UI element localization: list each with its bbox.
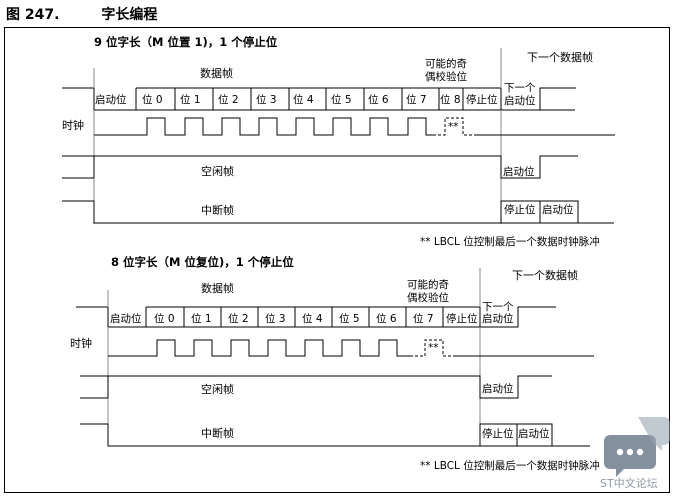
forum-logo-icon [604, 417, 670, 477]
figure-frame [4, 27, 670, 493]
d1-break-line [62, 200, 614, 224]
d2-bit-1: 位 1 [191, 312, 212, 325]
d2-bit-6: 位 6 [376, 312, 397, 325]
d1-bit-1: 位 1 [180, 93, 201, 106]
d2-stop-bit: 停止位 [446, 312, 478, 325]
d1-next-frame-label: 下一个数据帧 [527, 50, 593, 64]
d2-bit-2: 位 2 [228, 312, 249, 325]
d1-bit-0: 位 0 [142, 93, 163, 106]
figure-caption: 图 247. 字长编程 [6, 4, 157, 24]
d1-bit-6: 位 6 [368, 93, 389, 106]
d2-clock-line [108, 339, 410, 357]
d1-bit-4: 位 4 [293, 93, 314, 106]
figure-title: 字长编程 [101, 7, 158, 23]
d2-clock-lbcl-pulse [410, 339, 454, 357]
d1-data-line [62, 87, 576, 111]
d1-clock-lbcl-pulse [433, 117, 475, 136]
d2-bit-5: 位 5 [339, 312, 360, 325]
d1-clock-label: 时钟 [62, 118, 84, 132]
d2-bit-separators [183, 307, 444, 327]
d1-data-line-bottom [94, 109, 501, 111]
d1-idle-line [62, 155, 578, 179]
d2-bit-7: 位 7 [413, 312, 434, 325]
d2-idle-start: 启动位 [482, 382, 514, 395]
d2-clock-stars: ** [428, 342, 439, 354]
d2-data-frame-label: 数据帧 [201, 281, 234, 295]
d2-bit-3: 位 3 [265, 312, 286, 325]
diagram-9bit: 9 位字长（M 位置 1)，1 个停止位 数据帧 下一个数据帧 可能的奇 偶校验… [62, 35, 615, 248]
figure-number: 图 247. [6, 7, 60, 23]
d1-note: ** LBCL 位控制最后一个数据时钟脉冲 [420, 235, 600, 248]
d1-stop-bit: 停止位 [466, 93, 498, 106]
d1-bit-separators [174, 88, 464, 110]
d1-bit-2: 位 2 [218, 93, 239, 106]
d1-break-stop: 停止位 [504, 203, 536, 216]
d1-next-start-1: 下一个 [504, 82, 536, 94]
d2-next-start-1: 下一个 [482, 301, 514, 313]
d1-start-bit: 启动位 [95, 93, 127, 106]
d2-break-line [80, 423, 590, 447]
d2-note: ** LBCL 位控制最后一个数据时钟脉冲 [420, 459, 600, 472]
d1-idle-start: 启动位 [503, 165, 535, 178]
d1-break-start: 启动位 [542, 203, 574, 216]
d2-idle-label: 空闲帧 [201, 382, 234, 396]
d1-idle-label: 空闲帧 [201, 164, 234, 178]
d2-parity-label-2: 偶校验位 [407, 291, 449, 304]
d2-idle-line [80, 375, 552, 399]
d2-break-start: 启动位 [518, 427, 550, 440]
d1-bit-3: 位 3 [256, 93, 277, 106]
d2-break-stop: 停止位 [482, 427, 514, 440]
d1-next-start-2: 启动位 [504, 94, 536, 107]
d2-parity-label-1: 可能的奇 [407, 278, 449, 291]
d1-clock-stars: ** [448, 121, 459, 133]
d1-bit-7: 位 7 [406, 93, 427, 106]
d1-break-label: 中断帧 [201, 203, 234, 217]
d2-heading: 8 位字长（M 位复位)，1 个停止位 [111, 255, 294, 269]
d2-data-line [76, 306, 556, 328]
d1-bit-8: 位 8 [440, 93, 461, 106]
forum-watermark-text: ST中文论坛 [600, 477, 658, 490]
diagram-8bit: 8 位字长（M 位复位)，1 个停止位 数据帧 下一个数据帧 可能的奇 偶校验位… [70, 255, 600, 472]
d2-break-label: 中断帧 [201, 426, 234, 440]
d1-data-frame-label: 数据帧 [200, 66, 233, 80]
d2-bit-0: 位 0 [154, 312, 175, 325]
d1-bit-5: 位 5 [331, 93, 352, 106]
d2-start-bit: 启动位 [110, 312, 142, 325]
d2-next-frame-label: 下一个数据帧 [512, 268, 578, 282]
d1-parity-label-1: 可能的奇 [425, 57, 467, 70]
d1-heading: 9 位字长（M 位置 1)，1 个停止位 [94, 35, 278, 49]
d2-next-start-2: 启动位 [482, 312, 514, 325]
d1-clock-line [94, 117, 433, 136]
d2-clock-label: 时钟 [70, 336, 92, 350]
d1-parity-label-2: 偶校验位 [425, 70, 467, 83]
d2-bit-4: 位 4 [302, 312, 323, 325]
